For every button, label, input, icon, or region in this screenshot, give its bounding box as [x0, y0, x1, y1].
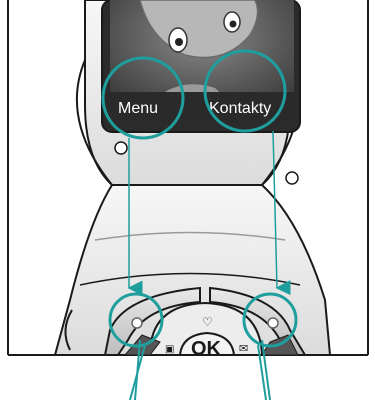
left-softkey-dot — [132, 318, 142, 328]
heart-icon: ♡ — [202, 315, 213, 329]
hinge-screw-right — [286, 172, 298, 184]
hinge-screw-left — [115, 142, 127, 154]
envelope-icon: ✉ — [239, 342, 248, 355]
left-softkey-label: Menu — [118, 100, 158, 117]
right-softkey-label: Kontakty — [209, 100, 271, 117]
right-softkey-dot — [268, 318, 278, 328]
ok-label: OK — [191, 338, 222, 360]
camera-icon: ▣ — [165, 344, 174, 355]
